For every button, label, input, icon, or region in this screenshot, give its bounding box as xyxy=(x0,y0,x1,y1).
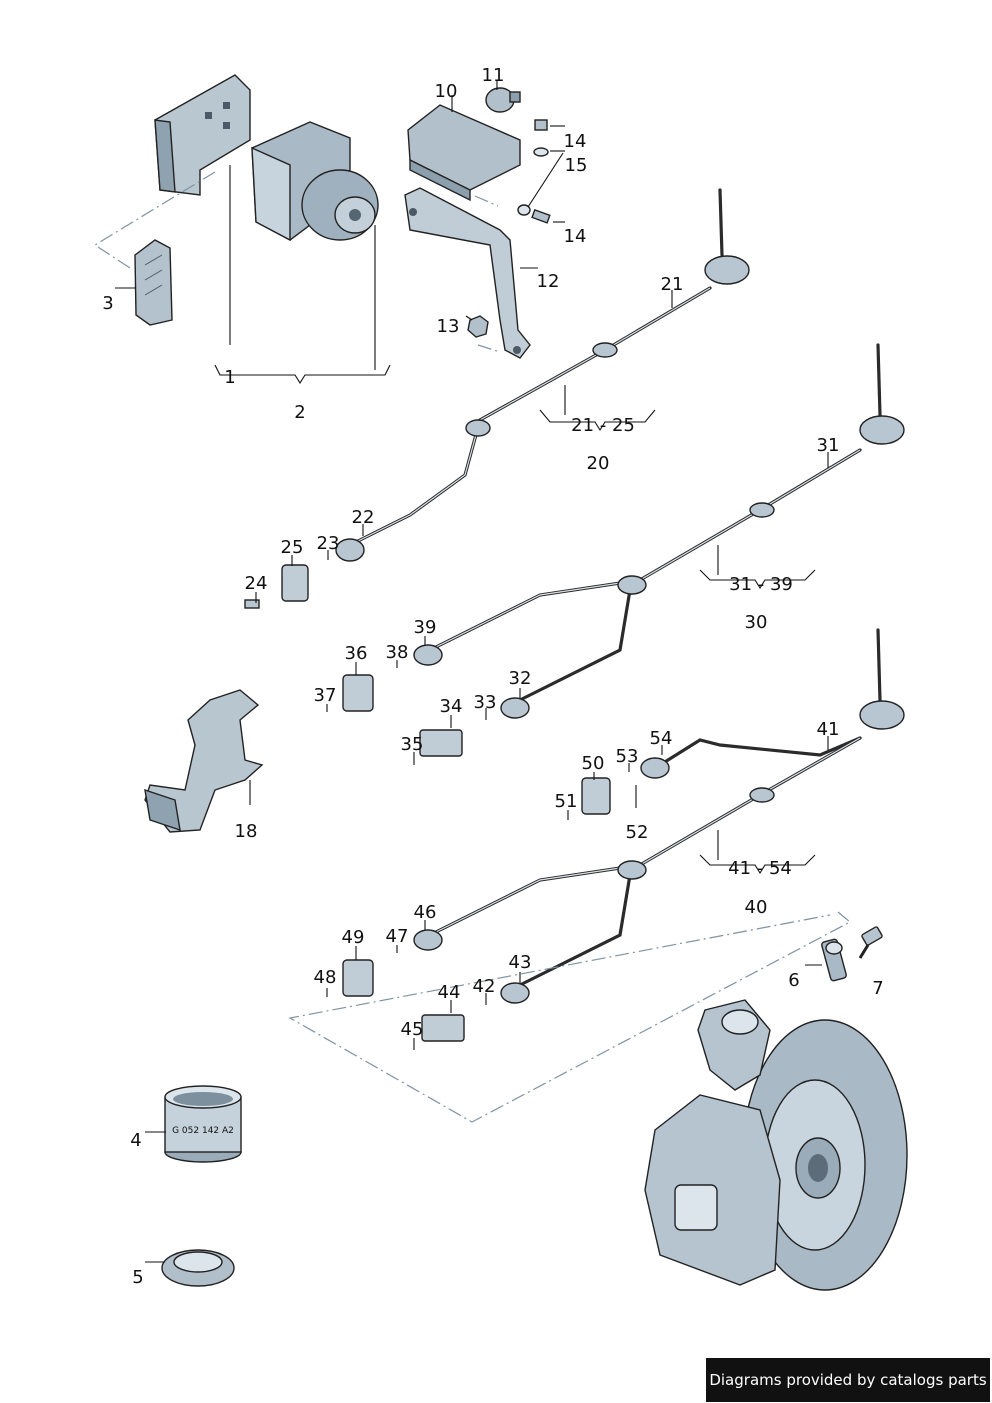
wheel-bearing-housing[interactable] xyxy=(697,999,771,1091)
callout-4[interactable]: 4 xyxy=(130,1130,141,1151)
callout-37[interactable]: 37 xyxy=(314,685,337,706)
callout-labels: 1 2 3 4 5 6 7 10 11 12 13 14 15 14 18 20… xyxy=(102,65,883,1288)
callout-52[interactable]: 52 xyxy=(626,822,649,843)
callout-30[interactable]: 30 xyxy=(745,612,768,633)
brake-caliper[interactable] xyxy=(644,1094,781,1286)
speed-sensor[interactable] xyxy=(821,938,847,982)
callout-45[interactable]: 45 xyxy=(401,1019,424,1040)
callout-14-lower[interactable]: 14 xyxy=(564,226,587,247)
callout-25[interactable]: 25 xyxy=(281,537,304,558)
callout-10[interactable]: 10 xyxy=(435,81,458,102)
nut[interactable] xyxy=(467,315,489,338)
callout-3[interactable]: 3 xyxy=(102,293,113,314)
callout-14-upper[interactable]: 14 xyxy=(564,131,587,152)
abs-hydraulic-unit[interactable] xyxy=(251,121,379,242)
callout-11[interactable]: 11 xyxy=(482,65,505,86)
callout-35[interactable]: 35 xyxy=(401,734,424,755)
callout-36[interactable]: 36 xyxy=(345,643,368,664)
ring-marking: G 052 142 A2 xyxy=(172,1126,234,1136)
callout-18[interactable]: 18 xyxy=(235,821,258,842)
callout-5[interactable]: 5 xyxy=(132,1267,143,1288)
callout-38[interactable]: 38 xyxy=(386,642,409,663)
rubber-mount[interactable] xyxy=(485,87,521,113)
callout-54[interactable]: 54 xyxy=(650,728,673,749)
wiring-harness-front[interactable] xyxy=(244,188,750,609)
callout-33[interactable]: 33 xyxy=(474,692,497,713)
credits-footer: Diagrams provided by catalogs parts xyxy=(706,1358,990,1402)
callout-7[interactable]: 7 xyxy=(872,978,883,999)
callout-23[interactable]: 23 xyxy=(317,533,340,554)
wiring-harness-rear-right[interactable] xyxy=(342,628,905,1042)
callout-41[interactable]: 41 xyxy=(817,719,840,740)
wiring-harness-rear-left[interactable] xyxy=(342,343,905,757)
callout-47[interactable]: 47 xyxy=(386,926,409,947)
callout-32[interactable]: 32 xyxy=(509,668,532,689)
callout-40[interactable]: 40 xyxy=(745,897,768,918)
callout-6[interactable]: 6 xyxy=(788,970,799,991)
callout-44[interactable]: 44 xyxy=(438,982,461,1003)
callout-51[interactable]: 51 xyxy=(555,791,578,812)
bolt-lower[interactable] xyxy=(517,204,551,224)
abs-control-unit[interactable] xyxy=(154,74,251,196)
callout-2[interactable]: 2 xyxy=(294,402,305,423)
callout-42[interactable]: 42 xyxy=(473,976,496,997)
callout-34[interactable]: 34 xyxy=(440,696,463,717)
callout-22[interactable]: 22 xyxy=(352,507,375,528)
bolt-upper[interactable] xyxy=(533,119,549,157)
grommet[interactable] xyxy=(161,1249,235,1287)
callout-50[interactable]: 50 xyxy=(582,753,605,774)
sensor-bolt[interactable] xyxy=(858,926,883,959)
callout-39[interactable]: 39 xyxy=(414,617,437,638)
callout-21-25[interactable]: 21 - 25 xyxy=(571,415,635,436)
callout-48[interactable]: 48 xyxy=(314,967,337,988)
callout-46[interactable]: 46 xyxy=(414,902,437,923)
control-module-bracket[interactable] xyxy=(404,104,531,359)
cable-holder[interactable] xyxy=(144,689,264,833)
callout-24[interactable]: 24 xyxy=(245,573,268,594)
callout-12[interactable]: 12 xyxy=(537,271,560,292)
connector-plug[interactable] xyxy=(134,239,173,326)
sealing-ring[interactable] xyxy=(164,1085,242,1163)
callout-41-54[interactable]: 41 - 54 xyxy=(728,858,792,879)
callout-49[interactable]: 49 xyxy=(342,927,365,948)
callout-20[interactable]: 20 xyxy=(587,453,610,474)
callout-31[interactable]: 31 xyxy=(817,435,840,456)
callout-31-39[interactable]: 31 - 39 xyxy=(729,574,793,595)
callout-15[interactable]: 15 xyxy=(565,155,588,176)
brake-disc[interactable] xyxy=(742,1019,908,1291)
callout-53[interactable]: 53 xyxy=(616,746,639,767)
callout-13[interactable]: 13 xyxy=(437,316,460,337)
callout-43[interactable]: 43 xyxy=(509,952,532,973)
callout-1[interactable]: 1 xyxy=(224,367,235,388)
callout-21[interactable]: 21 xyxy=(661,274,684,295)
